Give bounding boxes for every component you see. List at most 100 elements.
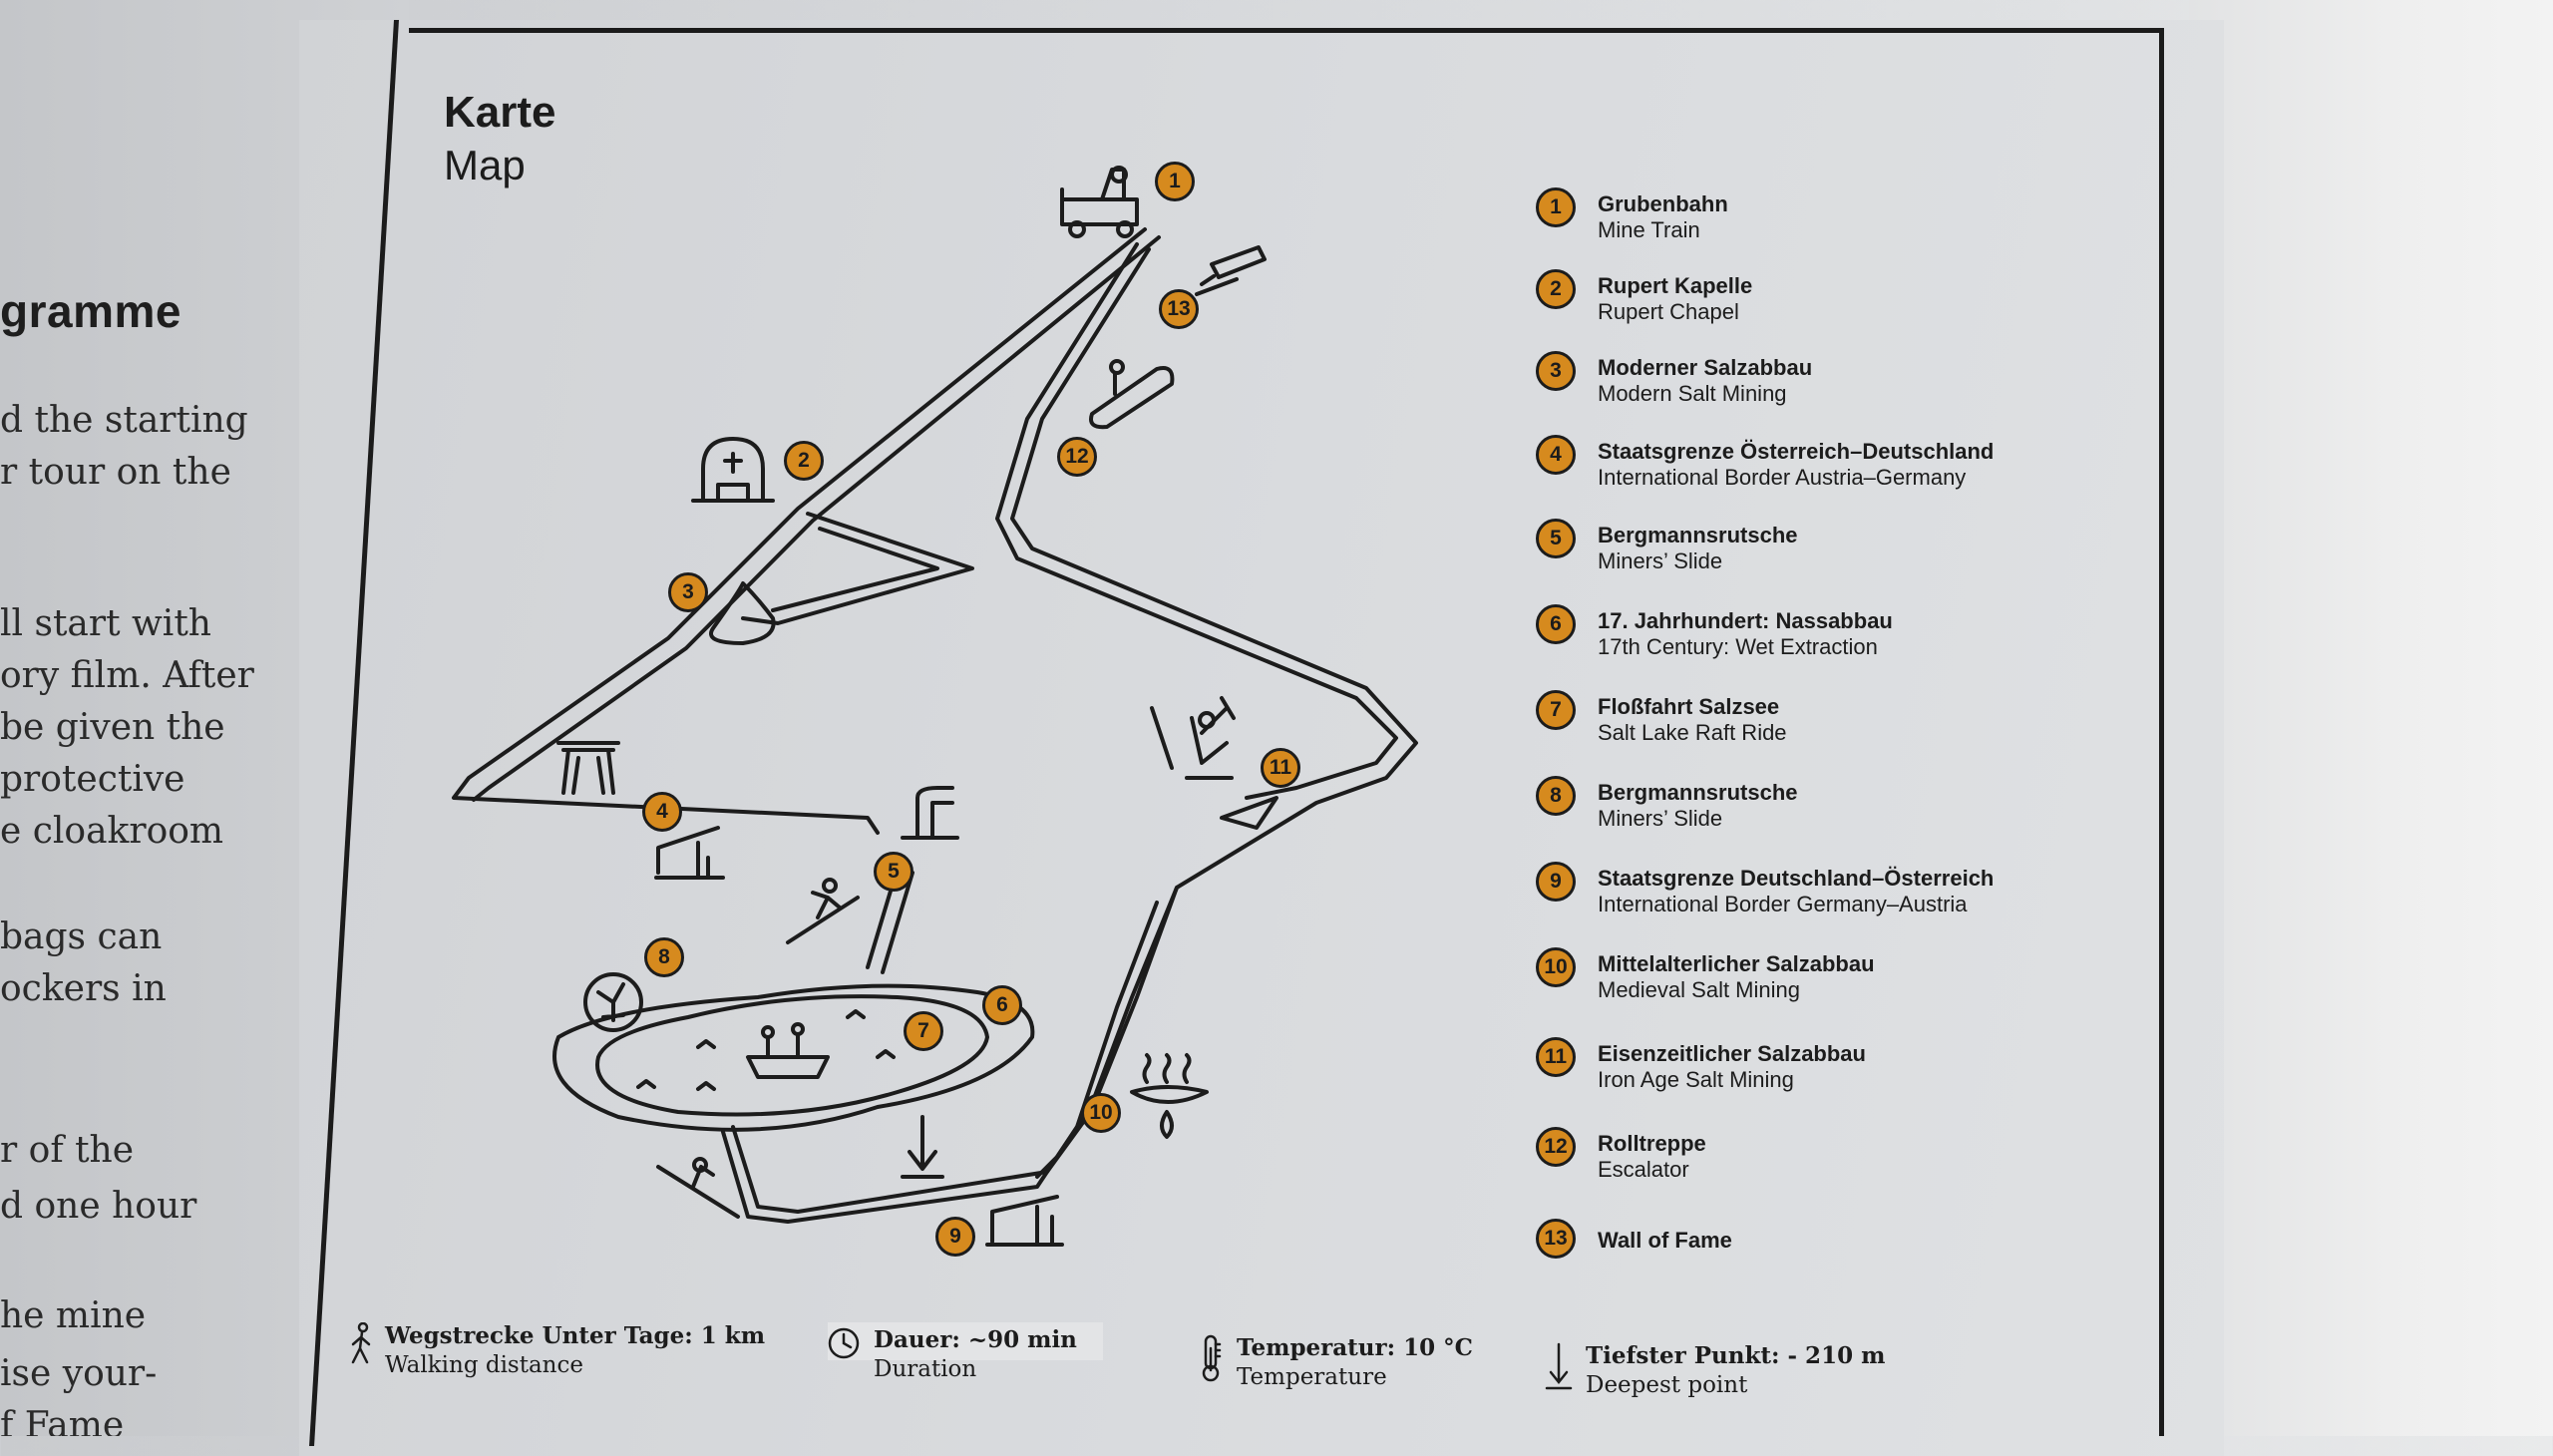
legend-label-en: Miners’ Slide bbox=[1598, 548, 1723, 573]
legend-label-en: Miners’ Slide bbox=[1598, 806, 1723, 831]
info-line: d one hour bbox=[0, 1186, 197, 1227]
wave-icon bbox=[636, 1009, 896, 1091]
slide-person-icon bbox=[786, 891, 860, 944]
salt-ball-icon bbox=[583, 972, 643, 1032]
legend-label-de: Wall of Fame bbox=[1598, 1228, 1732, 1253]
legend-number-badge: 8 bbox=[1536, 776, 1576, 816]
map-marker-3: 3 bbox=[668, 572, 708, 612]
legend-number-badge: 2 bbox=[1536, 269, 1576, 309]
chapel-icon bbox=[691, 437, 775, 503]
pen-icon bbox=[1195, 245, 1267, 296]
map-marker-7: 7 bbox=[904, 1011, 943, 1051]
barrier-icon bbox=[985, 1195, 1064, 1247]
iron-age-miner-icon bbox=[1150, 696, 1236, 780]
salt-lake-inner bbox=[595, 994, 989, 1117]
legend-label-en: Medieval Salt Mining bbox=[1598, 977, 1800, 1002]
legend-number-badge: 4 bbox=[1536, 435, 1576, 475]
route-corridor-descent bbox=[995, 242, 1398, 800]
legend-number-badge: 10 bbox=[1536, 947, 1576, 987]
salt-pile-icon bbox=[709, 581, 776, 645]
salt-ball-rays bbox=[596, 982, 625, 1022]
map-marker-5: 5 bbox=[874, 852, 913, 892]
route-corridor-descent-inner bbox=[1010, 247, 1418, 1179]
info-line: ll start with bbox=[0, 603, 211, 644]
slide-person-icon bbox=[656, 1165, 740, 1219]
legend-label-en: Modern Salt Mining bbox=[1598, 381, 1787, 406]
map-marker-11: 11 bbox=[1261, 748, 1300, 788]
info-line: r of the bbox=[0, 1130, 135, 1171]
map-marker-9: 9 bbox=[935, 1217, 975, 1257]
legend-label-de: 17. Jahrhundert: Nassabbau bbox=[1598, 608, 1893, 633]
duration-highlight bbox=[828, 1322, 1103, 1360]
legend-label-en: International Border Austria–Germany bbox=[1598, 465, 1967, 490]
legend-label-en: Escalator bbox=[1598, 1157, 1689, 1182]
escalator-icon bbox=[1089, 366, 1175, 430]
footer-label-de: Temperatur: 10 °C bbox=[1237, 1334, 1473, 1361]
legend-label-de: Staatsgrenze Deutschland–Österreich bbox=[1598, 866, 1995, 891]
legend-label-en: Rupert Chapel bbox=[1598, 299, 1739, 324]
info-line: e cloakroom bbox=[0, 811, 224, 852]
route-corridor-upper bbox=[452, 227, 1147, 835]
deepest-point-arrow-icon bbox=[901, 1115, 944, 1179]
legend-label-de: Eisenzeitlicher Salzabbau bbox=[1598, 1041, 1866, 1066]
info-line: d the starting bbox=[0, 400, 248, 441]
info-line: be given the bbox=[0, 707, 225, 748]
raft-figure-head bbox=[761, 1025, 775, 1039]
footer-label-de: Tiefster Punkt: - 210 m bbox=[1586, 1342, 1886, 1369]
thermometer-icon bbox=[1202, 1334, 1222, 1382]
info-line: ise your- bbox=[0, 1353, 158, 1394]
info-line: protective bbox=[0, 759, 185, 800]
footer-label-de: Wegstrecke Unter Tage: 1 km bbox=[385, 1322, 766, 1349]
map-marker-6: 6 bbox=[982, 985, 1022, 1025]
legend-label-en: Salt Lake Raft Ride bbox=[1598, 720, 1787, 745]
map-title: Karte Map bbox=[444, 88, 556, 189]
legend-number-badge: 12 bbox=[1536, 1127, 1576, 1167]
footer-label-en: Deepest point bbox=[1586, 1372, 1748, 1398]
legend-label-de: Staatsgrenze Österreich–Deutschland bbox=[1598, 439, 1995, 464]
legend-label-de: Rolltreppe bbox=[1598, 1131, 1706, 1156]
map-title-en: Map bbox=[444, 142, 526, 188]
footer-label-en: Walking distance bbox=[385, 1352, 583, 1378]
legend-label-de: Moderner Salzabbau bbox=[1598, 355, 1813, 380]
route-branch-chapel bbox=[741, 512, 974, 625]
legend-label-de: Mittelalterlicher Salzabbau bbox=[1598, 951, 1875, 976]
escalator-person-head bbox=[1109, 359, 1125, 375]
info-line: f Fame bbox=[0, 1405, 125, 1436]
slide-person-head bbox=[822, 878, 838, 894]
info-line: bags can bbox=[0, 916, 163, 957]
legend-number-badge: 13 bbox=[1536, 1219, 1576, 1259]
raft-icon bbox=[746, 1033, 830, 1079]
route-corridor-return-inner bbox=[721, 901, 1159, 1224]
legend-label-de: Bergmannsrutsche bbox=[1598, 780, 1798, 805]
map-marker-13: 13 bbox=[1159, 289, 1199, 329]
train-wheel bbox=[1116, 220, 1134, 238]
route-branch-chapel-inner bbox=[771, 527, 939, 612]
pipes-icon bbox=[901, 786, 959, 840]
legend-number-badge: 6 bbox=[1536, 604, 1576, 644]
info-line: r tour on the bbox=[0, 452, 231, 493]
legend-label-de: Rupert Kapelle bbox=[1598, 273, 1753, 298]
map-marker-10: 10 bbox=[1081, 1093, 1121, 1133]
legend-label-de: Bergmannsrutsche bbox=[1598, 523, 1798, 547]
wall-background bbox=[2189, 0, 2553, 1436]
raft-figure-head bbox=[791, 1022, 805, 1036]
legend-number-badge: 3 bbox=[1536, 351, 1576, 391]
legend-label-en: International Border Germany–Austria bbox=[1598, 892, 1968, 916]
legend-label-en: 17th Century: Wet Extraction bbox=[1598, 634, 1878, 659]
map-title-de: Karte bbox=[444, 88, 556, 137]
info-line: he mine bbox=[0, 1295, 147, 1336]
fire-pit-icon bbox=[1130, 1053, 1209, 1139]
clock-icon bbox=[828, 1327, 860, 1359]
miner-head bbox=[1198, 711, 1216, 729]
barrier-icon bbox=[654, 826, 725, 880]
legend-number-badge: 1 bbox=[1536, 187, 1576, 227]
down-arrow-icon bbox=[1545, 1342, 1573, 1390]
map-marker-2: 2 bbox=[784, 441, 824, 481]
info-line: ory film. After bbox=[0, 655, 254, 696]
walking-person-icon bbox=[351, 1322, 371, 1364]
route-corridor-upper-inner bbox=[472, 235, 1161, 802]
branch-pocket bbox=[1220, 796, 1278, 830]
legend-label-en: Mine Train bbox=[1598, 217, 1700, 242]
legend-number-badge: 11 bbox=[1536, 1037, 1576, 1077]
